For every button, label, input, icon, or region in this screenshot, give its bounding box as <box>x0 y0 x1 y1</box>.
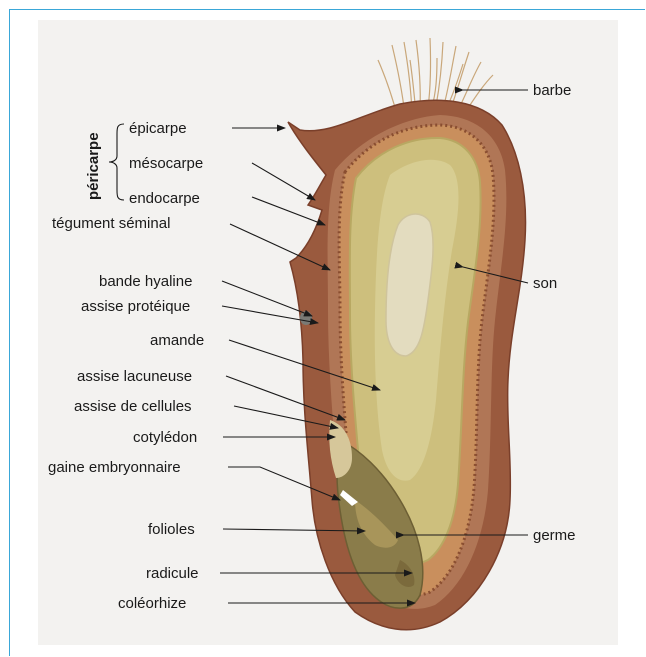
label-assise-cellules: assise de cellules <box>74 398 192 415</box>
label-son: son <box>533 275 557 292</box>
label-folioles: folioles <box>148 521 195 538</box>
label-barbe: barbe <box>533 82 571 99</box>
label-assise-lacuneuse: assise lacuneuse <box>77 368 192 385</box>
pericarpe-bracket <box>109 124 124 200</box>
label-assise-proteique: assise protéique <box>81 298 190 315</box>
label-cotyledon: cotylédon <box>133 429 197 446</box>
label-pericarpe: péricarpe <box>85 132 102 200</box>
label-germe: germe <box>533 527 576 544</box>
label-epicarpe: épicarpe <box>129 120 187 137</box>
label-radicule: radicule <box>146 565 199 582</box>
label-coleorhize: coléorhize <box>118 595 186 612</box>
label-endocarpe: endocarpe <box>129 190 200 207</box>
label-tegument-seminal: tégument séminal <box>52 215 170 232</box>
label-gaine-embryonnaire: gaine embryonnaire <box>48 459 181 476</box>
label-mesocarpe: mésocarpe <box>129 155 203 172</box>
leader-mesocarpe <box>252 163 315 200</box>
label-amande: amande <box>150 332 204 349</box>
label-bande-hyaline: bande hyaline <box>99 273 192 290</box>
